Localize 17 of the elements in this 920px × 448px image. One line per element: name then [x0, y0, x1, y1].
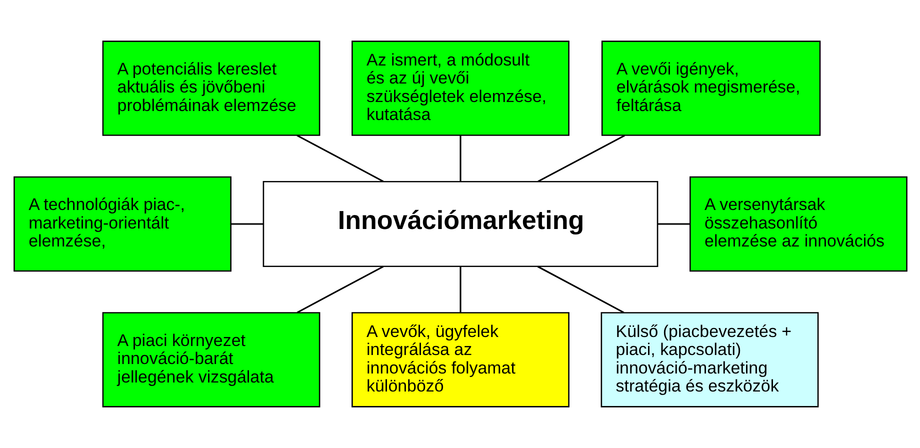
node-box: A piaci környezet innováció-barát jellegének vizsgálata — [102, 312, 320, 408]
node-box: A potenciális kereslet aktuális és jövőbeni problémáinak elemzése — [102, 40, 320, 136]
node-box: Innovációmarketing — [262, 180, 658, 268]
node-box: Az ismert, a módosult és az új vevői szükségletek elemzése, kutatása — [351, 40, 569, 136]
connector — [230, 223, 263, 225]
connector — [296, 266, 384, 314]
connector — [459, 266, 461, 312]
node-box: A vevői igények, elvárások megismerése, feltárása — [600, 40, 820, 136]
connector — [536, 266, 624, 314]
node-box: A technológiák piac-, marketing-orientált elemzése, — [13, 176, 231, 272]
connector — [537, 134, 625, 182]
node-box: A versenytársak összehasonlító elemzése az innovációs — [689, 176, 907, 272]
connector — [459, 135, 461, 182]
node-box: Külső (piacbevezetés + piaci, kapcsolati) innováció-marketing stratégia és eszközök — [600, 312, 818, 408]
connector — [657, 223, 690, 225]
connector — [296, 134, 384, 182]
node-box: A vevők, ügyfelek integrálása az innovációs folyamat különböző — [351, 312, 569, 408]
